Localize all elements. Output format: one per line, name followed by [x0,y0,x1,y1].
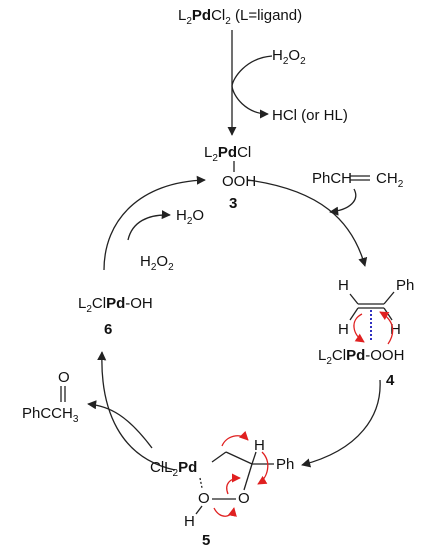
product-release-arrow [87,400,153,449]
cycle-arc-6-to-3 [103,175,206,271]
peroxide-in-label: H2O2 [140,253,174,273]
peroxide-reagent-label: H2O2 [272,47,306,67]
species-5-electron-arrow-3 [226,473,241,495]
species-4-bond-c-hl [349,307,359,321]
byproduct-label: HCl (or HL) [272,107,348,124]
species-3-ooh: OOH [222,173,256,190]
cycle-arc-4-to-5 [301,379,381,468]
product-formula: PhCCH3 [22,405,79,425]
species-5-electron-arrow-4 [213,507,237,517]
precursor-label: L2PdCl2 (L=ligand) [178,7,302,27]
species-4-bond-h-c [349,293,359,305]
ring-bond-c-c [225,451,253,465]
species-5-electron-arrow-1 [221,430,249,447]
ring-bond-c-h [251,451,257,465]
species-3-number: 3 [229,195,237,212]
species-6-formula: L2ClPd-OH [78,295,153,315]
species-4-h-left-bottom: H [338,321,349,338]
species-6-number: 6 [104,321,112,338]
cycle-arc-5-to-6 [97,351,176,471]
species-5-electron-arrow-2 [257,451,269,485]
species-5-h-oh: H [184,513,195,530]
water-release-arrow [127,210,171,241]
species-4-h-right-bottom: H [390,321,401,338]
species-5-formula: ClL2Pd [150,459,197,479]
peroxide-addition-arrow [231,55,273,119]
species-5-ph: Ph [276,456,294,473]
cycle-arc-3-to-4 [247,179,368,267]
styrene-addition-arrow [329,188,357,216]
product-oxygen: O [58,369,70,386]
species-5-number: 5 [202,532,210,549]
species-5-h: H [254,437,265,454]
species-5-o-right: O [238,490,250,507]
water-label: H2O [176,207,204,227]
species-4-electron-arrow-right [379,311,394,345]
species-4-electron-arrow-left [353,313,365,343]
ring-bond-c-o [243,463,253,491]
species-4-h-left-top: H [338,277,349,294]
species-4-formula: L2ClPd-OOH [318,347,404,367]
species-5-o-left: O [198,490,210,507]
species-3-formula: L2PdCl [204,144,251,164]
ring-bond-o-h [195,505,203,515]
ring-bond-pd-o [199,477,203,489]
species-4-bond-c-ph [383,291,395,305]
ring-bond-pd-c [211,451,227,463]
species-4-ph: Ph [396,277,414,294]
species-4-number: 4 [386,372,395,389]
